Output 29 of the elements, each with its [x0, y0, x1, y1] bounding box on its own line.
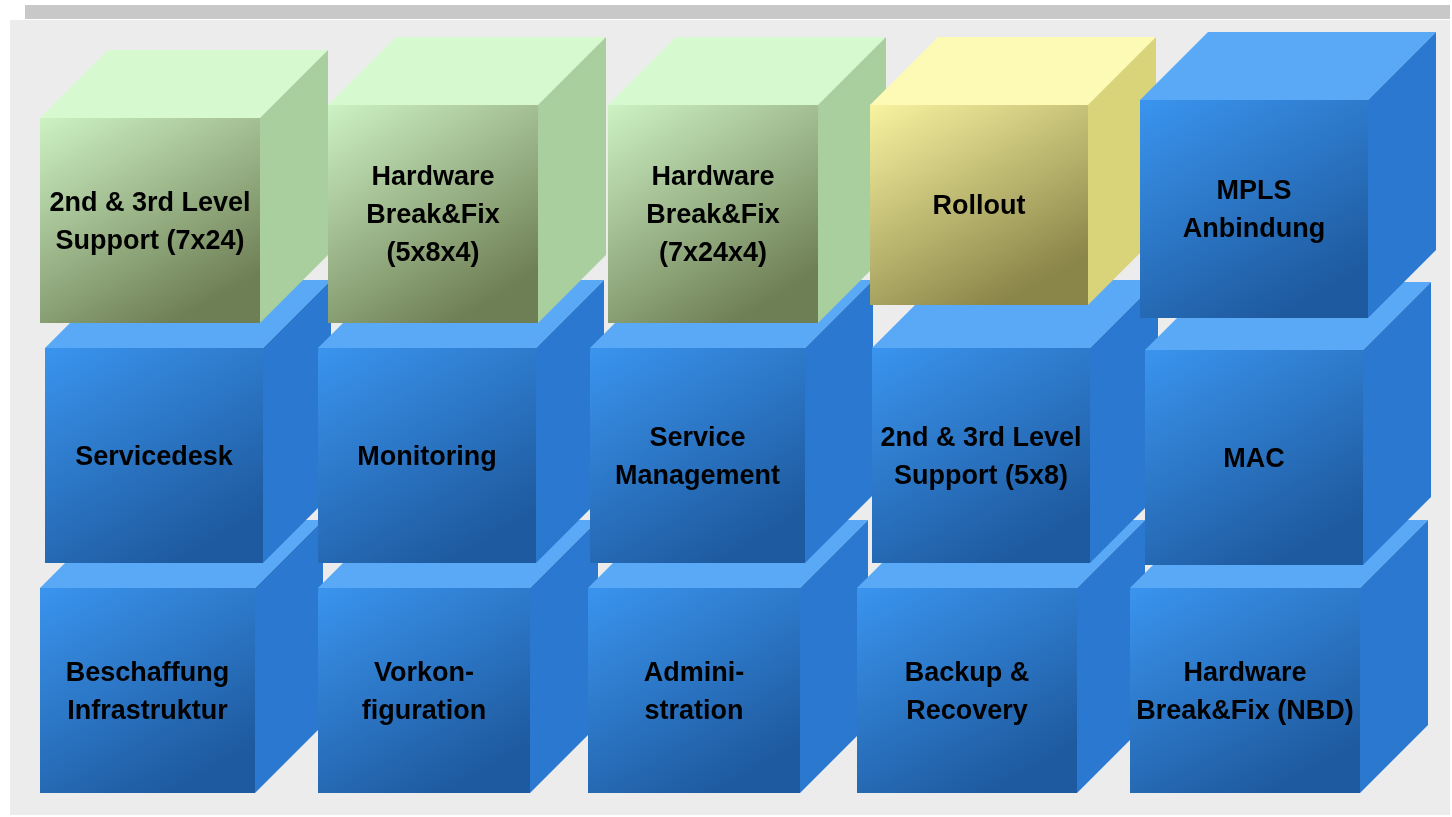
cube [1140, 32, 1436, 318]
cube [590, 280, 873, 563]
cube [608, 37, 886, 323]
cube-label: Admini- stration [642, 655, 746, 727]
cube-label: 2nd & 3rd Level Support (7x24) [48, 185, 252, 257]
cube [328, 37, 606, 323]
cube [1130, 520, 1428, 793]
cube [872, 280, 1158, 563]
cube [40, 50, 328, 323]
cube [45, 280, 331, 563]
cube [588, 520, 868, 793]
cube [318, 280, 604, 563]
cube-label: Hardware Break&Fix (NBD) [1136, 655, 1354, 727]
cube-label: Beschaffung Infrastruktur [64, 655, 231, 727]
cube-label: Hardware Break&Fix (5x8x4) [365, 160, 501, 269]
cube-label: MPLS Anbindung [1181, 174, 1327, 245]
cube-label: 2nd & 3rd Level Support (5x8) [879, 420, 1083, 492]
cube-label: Service Management [613, 420, 781, 492]
cube-label: Monitoring [357, 439, 497, 473]
cube-label: Hardware Break&Fix (7x24x4) [645, 160, 781, 269]
cube-label: MAC [1223, 441, 1285, 475]
cube [870, 37, 1156, 305]
cube-label: Vorkon- figuration [360, 655, 488, 727]
cube [318, 520, 598, 793]
cube-label: Backup & Recovery [903, 655, 1031, 727]
cube-label: Servicedesk [75, 439, 233, 473]
cube [1145, 282, 1431, 565]
cube-label: Rollout [932, 189, 1026, 222]
cube [40, 520, 323, 793]
